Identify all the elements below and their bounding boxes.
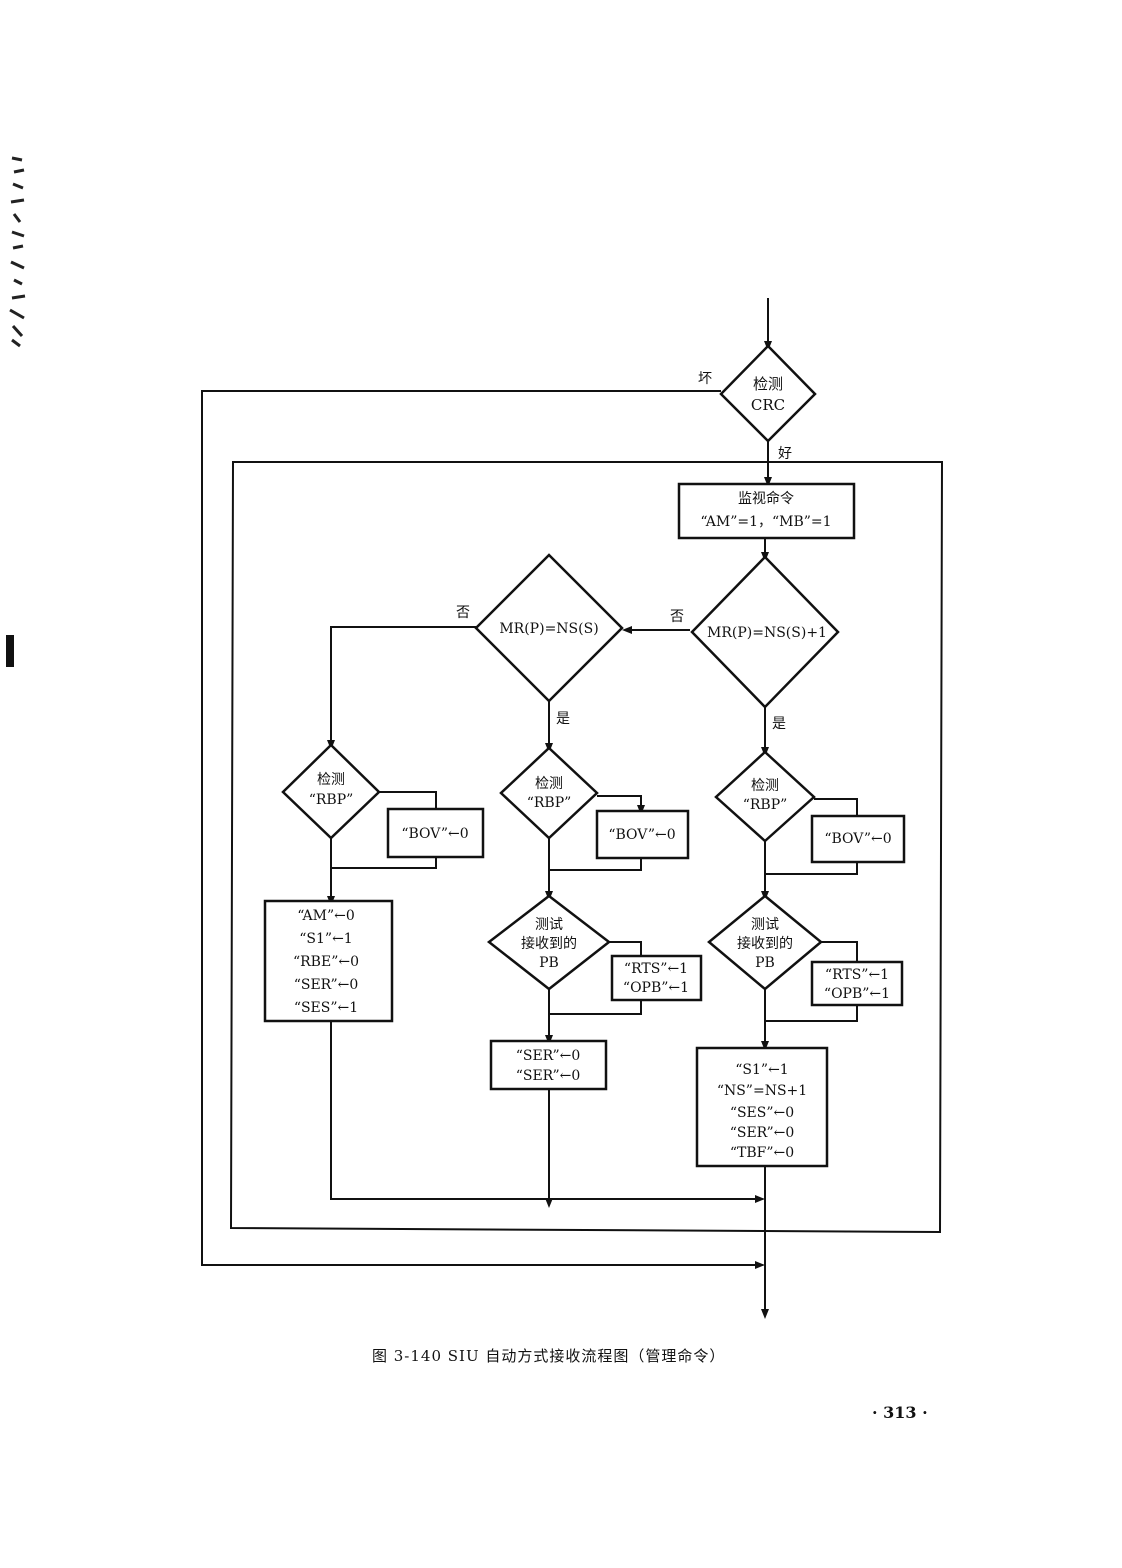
rts-mid-line: “RTS”←1 [624, 961, 688, 977]
rbp-left-line2: “RBP” [309, 792, 354, 808]
bov-mid-box: “BOV”←0 [595, 809, 690, 860]
bad-label: 坏 [698, 371, 712, 387]
bov-mid-text: “BOV”←0 [608, 827, 675, 843]
rbp-right-diamond: 检测 “RBP” [714, 750, 816, 843]
yes-label-mid: 是 [556, 711, 570, 727]
right-action-line: “TBF”←0 [730, 1145, 794, 1161]
bov-right-box: “BOV”←0 [810, 814, 906, 864]
pb-mid-diamond: 测试 接收到的 PB [486, 894, 612, 991]
connectors [201, 298, 944, 1319]
monitor-command-line2: “AM”=1，“MB”=1 [700, 514, 831, 530]
rbp-mid-diamond: 检测 “RBP” [499, 746, 599, 840]
mr-ns-plus1-diamond: MR(P)=NS(S)+1 [690, 555, 840, 709]
rbp-right-line1: 检测 [751, 778, 779, 794]
check-crc-line1: 检测 [753, 375, 783, 393]
pb-right-line3: PB [755, 955, 775, 971]
ser-mid-box: “SER”←0 “SER”←0 [489, 1039, 608, 1091]
right-action-line: “SES”←0 [730, 1105, 794, 1121]
good-label: 好 [778, 446, 792, 462]
pb-right-line2: 接收到的 [737, 935, 793, 952]
no-label-left: 否 [456, 605, 470, 621]
pb-right-line1: 测试 [751, 917, 779, 933]
rbp-mid-line1: 检测 [535, 776, 563, 792]
left-action-line: “AM”←0 [297, 908, 355, 924]
page-number: · 313 · [872, 1403, 928, 1422]
rbp-left-diamond: 检测 “RBP” [281, 743, 381, 840]
right-action-line: “SER”←0 [730, 1125, 795, 1141]
check-crc-diamond: 检测 CRC [719, 344, 817, 443]
left-action-line: “SES”←1 [294, 1000, 358, 1016]
monitor-command-line1: 监视命令 [738, 490, 794, 507]
rbp-mid-line2: “RBP” [527, 795, 572, 811]
right-action-line: “NS”=NS+1 [717, 1083, 807, 1099]
right-action-box: “S1”←1 “NS”=NS+1 “SES”←0 “SER”←0 “TBF”←0 [695, 1046, 829, 1168]
right-action-line: “S1”←1 [735, 1062, 788, 1078]
pb-mid-line2: 接收到的 [521, 935, 577, 952]
rts-mid-box: “RTS”←1 “OPB”←1 [610, 954, 703, 1002]
pb-mid-line1: 测试 [535, 917, 563, 933]
check-crc-line2: CRC [751, 396, 785, 414]
rbp-right-line2: “RBP” [743, 797, 788, 813]
mr-ns-diamond: MR(P)=NS(S) [474, 553, 624, 703]
figure-caption: 图 3-140 SIU 自动方式接收流程图（管理命令） [372, 1347, 726, 1365]
pb-right-diamond: 测试 接收到的 PB [707, 894, 823, 991]
rbp-left-line1: 检测 [317, 772, 345, 788]
mr-ns-text: MR(P)=NS(S) [499, 621, 598, 637]
rts-mid-line: “OPB”←1 [623, 980, 689, 996]
bov-left-box: “BOV”←0 [386, 807, 485, 859]
left-action-line: “SER”←0 [294, 977, 359, 993]
bov-right-text: “BOV”←0 [824, 831, 891, 847]
mr-ns-plus1-text: MR(P)=NS(S)+1 [707, 625, 827, 641]
yes-label-right: 是 [772, 716, 786, 732]
rts-right-line: “OPB”←1 [824, 986, 890, 1002]
monitor-command-box: 监视命令 “AM”=1，“MB”=1 [677, 482, 856, 540]
rts-right-box: “RTS”←1 “OPB”←1 [810, 960, 904, 1007]
left-action-line: “S1”←1 [299, 931, 352, 947]
ser-mid-line: “SER”←0 [516, 1048, 581, 1064]
scan-artifact-mark [9, 156, 26, 348]
scan-artifact-bar [6, 635, 14, 667]
ser-mid-line: “SER”←0 [516, 1068, 581, 1084]
no-label-right: 否 [670, 609, 684, 625]
bov-left-text: “BOV”←0 [401, 826, 468, 842]
left-action-box: “AM”←0 “S1”←1 “RBE”←0 “SER”←0 “SES”←1 [263, 899, 394, 1023]
left-action-line: “RBE”←0 [293, 954, 359, 970]
rts-right-line: “RTS”←1 [825, 967, 889, 983]
pb-mid-line3: PB [539, 955, 559, 971]
